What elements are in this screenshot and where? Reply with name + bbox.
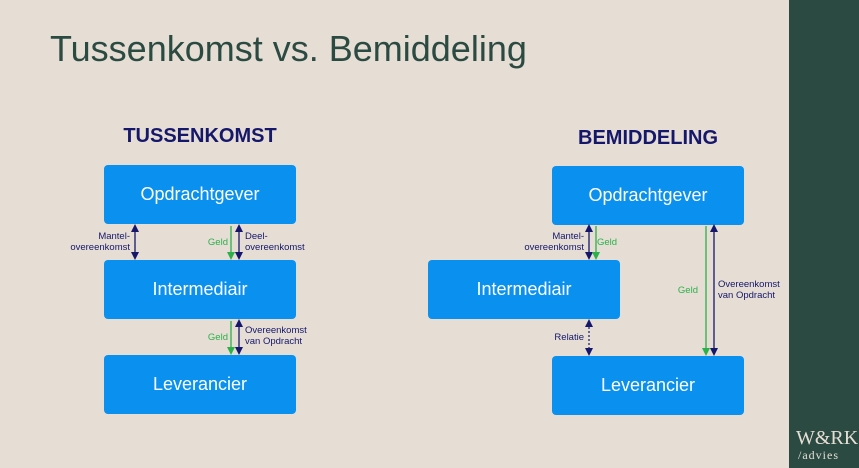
logo-line-2: /advies (798, 448, 839, 462)
box-leverancier-left: Leverancier (104, 355, 296, 414)
label-mantelovereenkomst-right: Mantel- overeenkomst (524, 231, 584, 253)
label-relatie-right: Relatie (554, 332, 584, 343)
box-opdrachtgever-right: Opdrachtgever (552, 166, 744, 225)
box-intermediair-left: Intermediair (104, 260, 296, 319)
sidebar (789, 0, 859, 468)
box-leverancier-right: Leverancier (552, 356, 744, 415)
box-opdrachtgever-left: Opdrachtgever (104, 165, 296, 224)
label-overeenkomst-van-opdracht-left: Overeenkomst van Opdracht (245, 325, 307, 347)
label-overeenkomst-van-opdracht-right: Overeenkomst van Opdracht (718, 279, 780, 301)
label-geld-left-top: Geld (207, 237, 228, 248)
logo: W&RK /advies (796, 427, 859, 462)
label-mantelovereenkomst-left: Mantel- overeenkomst (70, 231, 130, 253)
label-geld-left-bottom: Geld (207, 332, 228, 343)
label-deelovereenkomst-left: Deel- overeenkomst (245, 231, 305, 253)
heading-tussenkomst: TUSSENKOMST (123, 125, 277, 147)
label-geld-right-side: Geld (677, 285, 698, 296)
box-intermediair-right: Intermediair (428, 260, 620, 319)
logo-line-1: W&RK (796, 427, 859, 449)
label-geld-right-top: Geld (597, 237, 618, 248)
heading-bemiddeling: BEMIDDELING (578, 127, 718, 149)
slide-title: Tussenkomst vs. Bemiddeling (50, 28, 527, 69)
